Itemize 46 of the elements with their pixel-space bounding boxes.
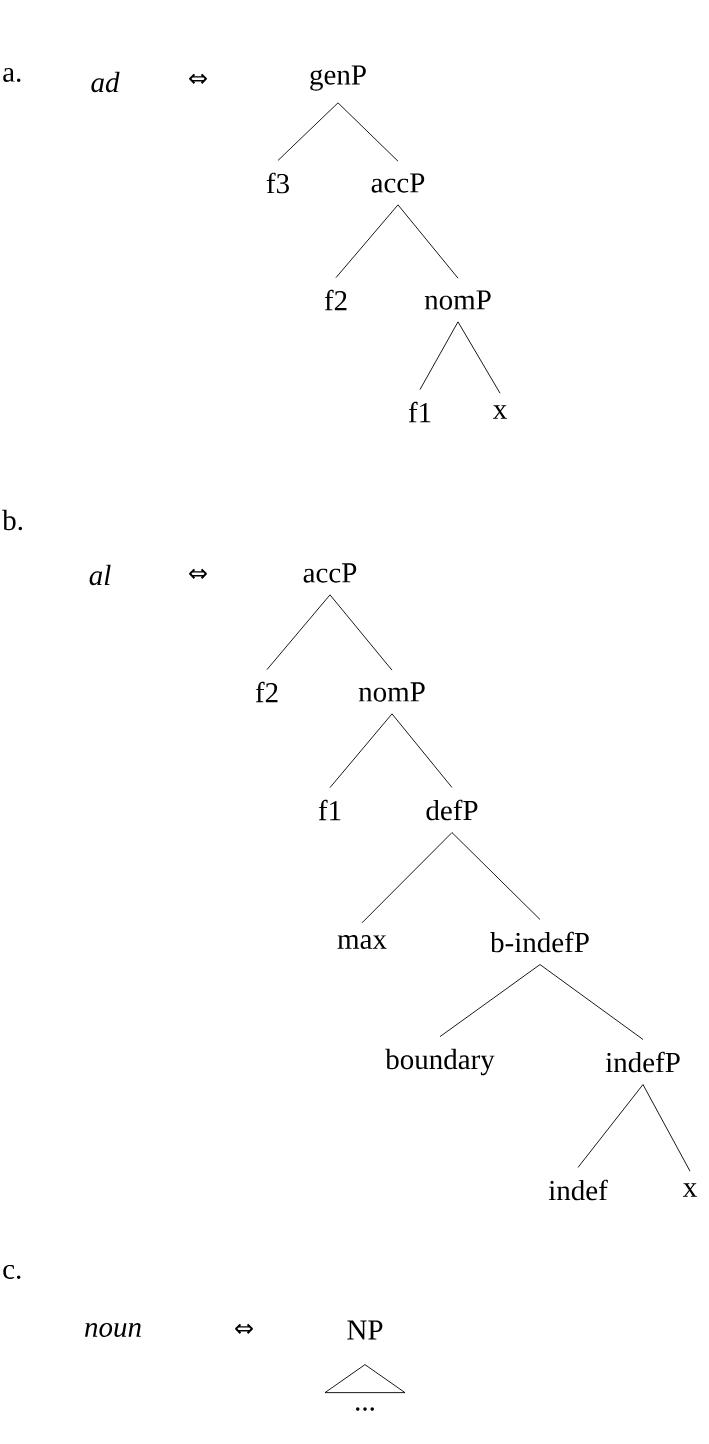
tree-branch — [266, 594, 331, 671]
tree-branch — [439, 964, 541, 1038]
tree-branch — [391, 713, 453, 788]
tree-branch — [361, 832, 453, 924]
tree-branch — [451, 832, 541, 920]
tree-branch — [539, 964, 644, 1040]
item-letter: a. — [3, 68, 21, 82]
tree-branch — [419, 321, 459, 391]
tree-branch — [335, 204, 399, 279]
tree-label: NP — [347, 1320, 383, 1340]
item-letter: c. — [3, 1264, 21, 1280]
tree-label: f2 — [324, 289, 347, 311]
tree-label: boundary — [385, 1048, 495, 1076]
tree-label: genP — [310, 65, 366, 91]
tree-branch — [337, 102, 399, 162]
item-letter: b. — [2, 509, 23, 531]
equivalence-symbol: ⇔ — [189, 568, 207, 579]
tree-label: max — [337, 935, 387, 949]
tree-branch — [642, 1084, 691, 1172]
tree-branch — [277, 102, 339, 161]
tree-label: nomP — [358, 682, 425, 702]
tree-branch — [397, 204, 459, 279]
italic-word: noun — [85, 1323, 141, 1337]
tree-label: x — [683, 1183, 697, 1197]
tree-label: f2 — [255, 681, 278, 703]
italic-word: al — [89, 564, 111, 586]
tree-label: accP — [371, 173, 425, 193]
tree-branch — [329, 594, 393, 671]
tree-branch — [329, 713, 393, 789]
tree-label: f3 — [266, 172, 289, 194]
triangle-shape — [324, 1364, 406, 1394]
italic-word: ad — [91, 71, 120, 93]
tree-label: nomP — [424, 290, 491, 310]
tree-label: indefP — [605, 1051, 680, 1073]
tree-label: x — [493, 405, 507, 419]
equivalence-symbol: ⇔ — [189, 73, 207, 84]
tree-label: accP — [303, 563, 357, 583]
ellipsis-text: ... — [356, 1407, 374, 1411]
tree-label: f1 — [408, 401, 431, 423]
tree-label: b-indefP — [490, 931, 589, 953]
tree-branch — [457, 321, 501, 394]
tree-label: f1 — [318, 799, 341, 821]
equivalence-symbol: ⇔ — [235, 1323, 253, 1334]
tree-label: defP — [426, 799, 478, 821]
tree-label: indef — [548, 1179, 608, 1201]
tree-branch — [577, 1084, 644, 1168]
